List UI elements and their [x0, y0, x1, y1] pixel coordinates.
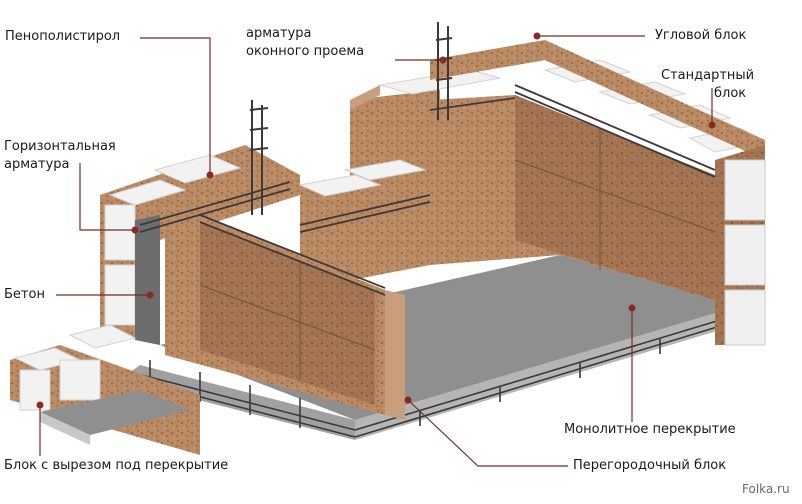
leader-lines	[39, 35, 713, 467]
label-window-rebar-line2: оконного проема	[245, 44, 366, 60]
watermark: Folka.ru	[742, 482, 790, 496]
label-polystyrene: Пенополистирол	[4, 29, 122, 45]
label-horizontal-rebar-line1: Горизонтальная	[3, 139, 117, 155]
window-pier-side	[350, 85, 380, 110]
cutout-slot-front	[40, 412, 90, 445]
left-wall-concrete	[135, 215, 160, 345]
back-wall-left	[300, 165, 430, 290]
label-cutout-block: Блок с вырезом под перекрытие	[3, 458, 230, 474]
floor-slab-edge	[355, 300, 760, 440]
back-wall-joints	[514, 128, 716, 270]
label-concrete: Бетон	[3, 287, 46, 303]
partition-joints	[199, 260, 376, 380]
leader-dots	[36, 32, 716, 409]
cutout-foam-blocks	[13, 324, 137, 411]
label-monolithic-slab: Монолитное перекрытие	[563, 422, 737, 438]
partition-wall-face	[200, 222, 375, 405]
corner-foam-blocks	[724, 159, 766, 346]
label-corner-block: Угловой блок	[654, 28, 748, 44]
cutout-slot	[40, 390, 190, 435]
label-window-rebar-line1: арматура	[245, 26, 313, 42]
back-wall-top	[430, 40, 765, 160]
horizontal-rebar	[139, 84, 716, 296]
partition-end	[385, 290, 405, 420]
label-standard-block-line1: Стандартный	[660, 68, 756, 84]
back-wall-right-face	[515, 95, 715, 300]
label-standard-block-line2: блок	[713, 86, 748, 102]
label-partition-block: Перегородочный блок	[572, 458, 728, 474]
label-horizontal-rebar-line2: арматура	[3, 157, 71, 173]
